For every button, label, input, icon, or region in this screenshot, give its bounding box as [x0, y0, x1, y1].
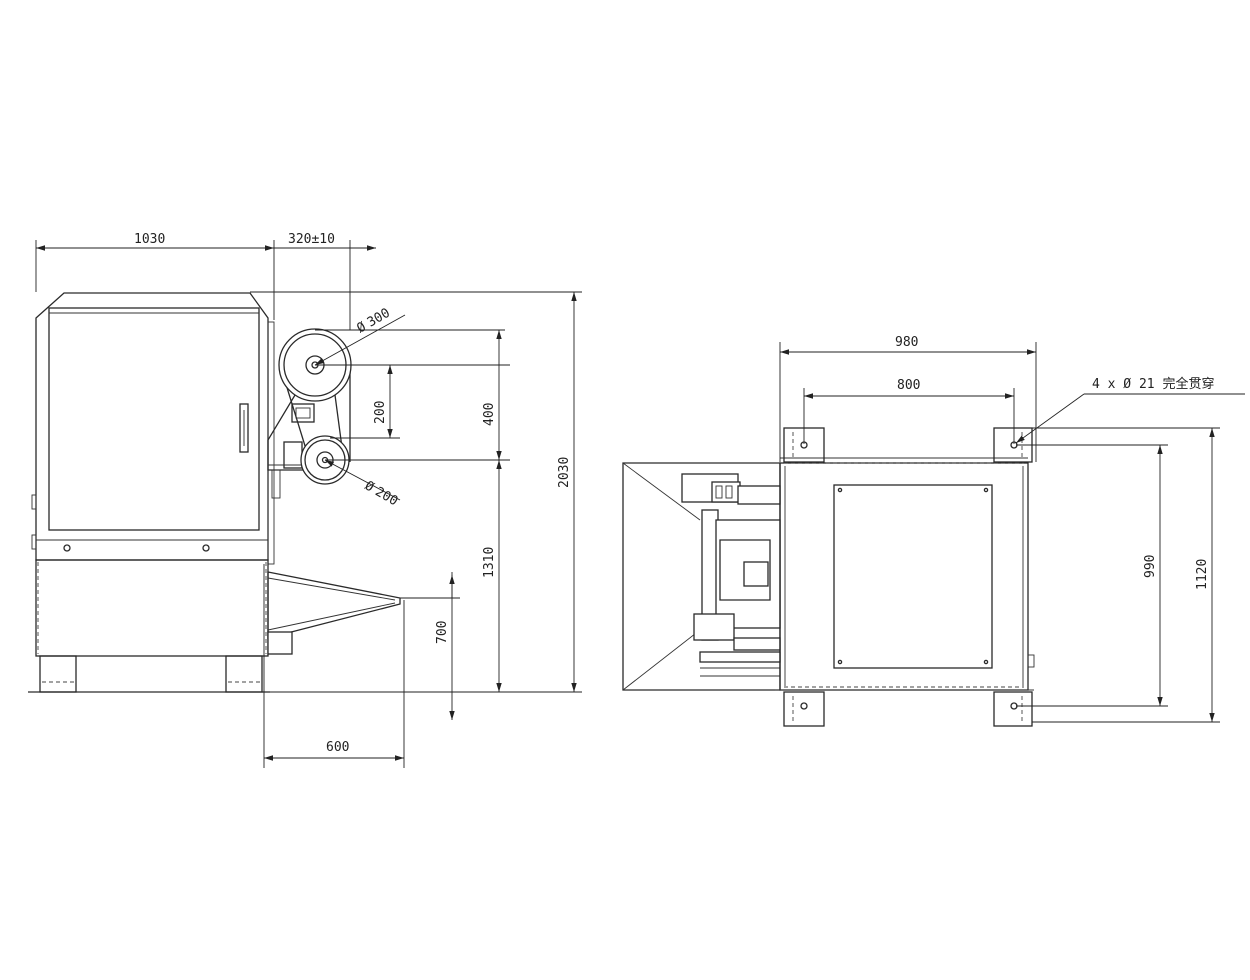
dim-320: 320±10 [288, 232, 335, 247]
dim-2030: 2030 [557, 457, 572, 488]
dimensions-side [35, 240, 582, 768]
top-cabinet [775, 457, 1035, 691]
dim-600: 600 [326, 740, 349, 755]
dim-dia-300: 300 [365, 306, 393, 331]
mount-hole-note: 4 x Ø 21 完全贯穿 [1092, 376, 1214, 392]
dim-1120: 1120 [1195, 559, 1210, 590]
top-grinding-head [681, 473, 781, 677]
dim-400: 400 [482, 403, 497, 426]
dimensions-top [779, 342, 1245, 723]
dim-800: 800 [897, 378, 920, 393]
discharge-hopper [267, 571, 401, 655]
dimension-labels-side: 1030 320±10 Ø 300 Ø 200 200 400 1310 203… [134, 232, 572, 755]
dim-980: 980 [895, 335, 918, 350]
dim-1030: 1030 [134, 232, 165, 247]
cabinet [31, 292, 275, 565]
top-view: 980 800 4 x Ø 21 完全贯穿 990 1120 [622, 335, 1245, 727]
dimension-labels-top: 980 800 4 x Ø 21 完全贯穿 990 1120 [895, 335, 1214, 590]
dim-dia-200: 200 [372, 484, 400, 509]
mounting-feet [783, 427, 1033, 727]
dim-1310: 1310 [482, 547, 497, 578]
side-view: 1030 320±10 Ø 300 Ø 200 200 400 1310 203… [28, 232, 582, 768]
dim-700: 700 [435, 621, 450, 644]
dim-200: 200 [373, 401, 388, 424]
base [28, 559, 270, 693]
dim-990: 990 [1143, 555, 1158, 578]
